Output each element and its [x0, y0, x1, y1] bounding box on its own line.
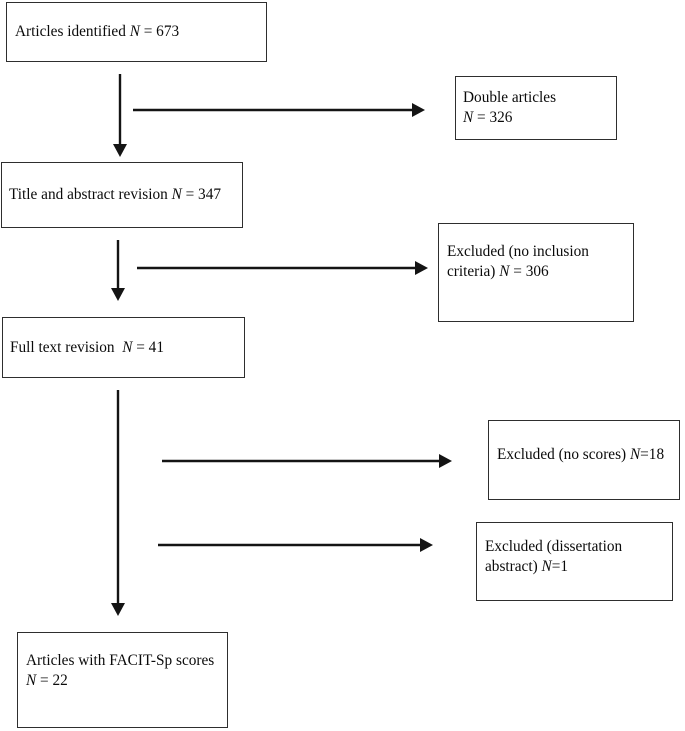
node-excluded-no-inclusion-criteria: Excluded (no inclusion criteria) N = 306 — [438, 223, 634, 322]
arrow-fulltext-to-excluded-dissertation — [158, 538, 433, 552]
node-excluded-dissertation-abstract: Excluded (dissertation abstract) N=1 — [476, 522, 673, 601]
node-articles-identified: Articles identified N = 673 — [6, 2, 267, 62]
node-label: Articles with FACIT-Sp scores N = 22 — [26, 652, 215, 689]
arrow-title-to-fulltext — [111, 240, 125, 301]
node-label: Full text revision N = 41 — [10, 338, 164, 356]
node-excluded-no-scores: Excluded (no scores) N=18 — [488, 420, 680, 500]
arrow-title-to-excluded-criteria — [137, 261, 428, 275]
node-label: Excluded (dissertation abstract) N=1 — [485, 538, 623, 575]
node-label: Title and abstract revision N = 347 — [9, 186, 222, 204]
node-label: Excluded (no inclusion criteria) N = 306 — [447, 243, 589, 280]
arrow-identified-to-title — [113, 74, 127, 157]
node-articles-with-facit-sp: Articles with FACIT-Sp scores N = 22 — [17, 632, 228, 728]
arrow-fulltext-to-excluded-scores — [162, 454, 452, 468]
node-title-abstract-revision: Title and abstract revision N = 347 — [1, 162, 243, 228]
node-label: Excluded (no scores) N=18 — [497, 446, 665, 463]
node-full-text-revision: Full text revision N = 41 — [2, 317, 245, 378]
arrow-fulltext-to-facit — [111, 390, 125, 616]
arrow-identified-to-double-articles — [133, 103, 425, 117]
node-label: Articles identified N = 673 — [15, 23, 180, 41]
